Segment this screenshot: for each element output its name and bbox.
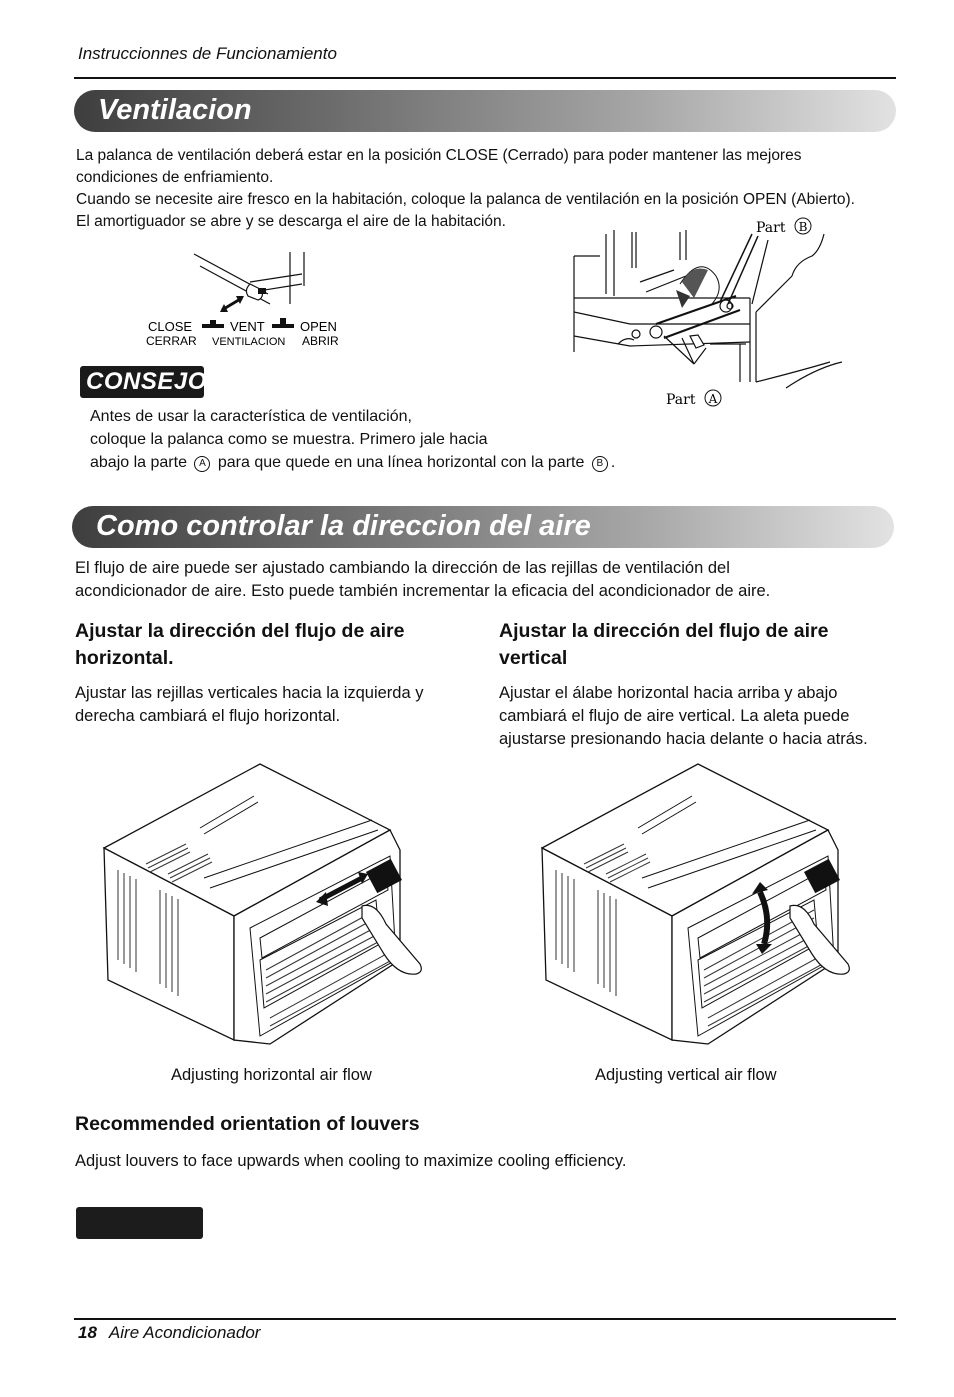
horizontal-caption: Adjusting horizontal air flow (171, 1066, 372, 1084)
consejo-badge: CONSEJO (80, 366, 207, 398)
page-footer: 18 Aire Acondicionador (78, 1323, 260, 1343)
recommended-body: Adjust louvers to face upwards when cool… (75, 1152, 627, 1170)
ventilacion-banner-title: Ventilacion (98, 94, 252, 126)
ventilacion-line: El amortiguador se abre y se descarga el… (76, 213, 506, 230)
vent-lever-diagram: CLOSE VENT OPEN CERRAR VENTILACION ABRIR (146, 252, 339, 348)
part-a-label: Part (666, 392, 696, 408)
damper-parts-diagram: Part B Part A (573, 217, 843, 408)
part-a-letter: A (708, 392, 718, 406)
cerrar-label: CERRAR (146, 334, 197, 348)
close-label: CLOSE (148, 319, 192, 334)
consejo-badge-text: CONSEJO (86, 368, 207, 395)
consejo-line: abajo la parte A para que quede en una l… (90, 451, 615, 474)
horizontal-body: Ajustar las rejillas verticales hacia la… (75, 682, 423, 728)
direccion-banner-title: Como controlar la direccion del aire (96, 510, 591, 542)
ventilacion-line: Cuando se necesite aire fresco en la hab… (76, 191, 855, 208)
consejo-line3-start: abajo la parte (90, 454, 187, 471)
part-a-symbol: A (194, 456, 211, 472)
consejo-text: Antes de usar la característica de venti… (90, 405, 615, 474)
consejo-line3-end: . (610, 454, 616, 471)
ac-vertical-illustration (540, 763, 850, 1045)
abrir-label: ABRIR (302, 334, 339, 348)
direccion-banner: Como controlar la direccion del aire (72, 506, 894, 548)
vertical-caption: Adjusting vertical air flow (595, 1066, 777, 1084)
vertical-body-line: Ajustar el álabe horizontal hacia arriba… (499, 684, 838, 702)
header-rule (74, 77, 896, 79)
vertical-body-line: ajustarse presionando hacia delante o ha… (499, 730, 868, 748)
open-label: OPEN (300, 319, 337, 334)
direccion-intro: El flujo de aire puede ser ajustado camb… (75, 557, 770, 603)
vertical-heading-line: Ajustar la dirección del flujo de aire (499, 620, 829, 642)
vertical-heading-line: vertical (499, 647, 568, 669)
horizontal-heading: Ajustar la dirección del flujo de aire h… (75, 618, 404, 672)
part-b-letter: B (799, 220, 808, 234)
horizontal-heading-line: Ajustar la dirección del flujo de aire (75, 620, 405, 642)
direccion-intro-line: acondicionador de aire. Esto puede tambi… (75, 582, 771, 600)
ventilacion-label: VENTILACION (212, 336, 285, 348)
horizontal-body-line: Ajustar las rejillas verticales hacia la… (75, 684, 424, 702)
footer-title: Aire Acondicionador (108, 1323, 261, 1342)
redacted-box (76, 1207, 203, 1239)
ventilacion-banner: Ventilacion (74, 90, 896, 132)
ventilacion-text: La palanca de ventilación deberá estar e… (76, 145, 855, 233)
recommended-heading: Recommended orientation of louvers (75, 1113, 420, 1135)
part-b-symbol: B (591, 456, 608, 472)
vertical-body: Ajustar el álabe horizontal hacia arriba… (499, 682, 868, 751)
horizontal-body-line: derecha cambiará el flujo horizontal. (75, 707, 341, 725)
page-number: 18 (78, 1323, 97, 1342)
ac-horizontal-illustration (102, 763, 422, 1045)
consejo-line: Antes de usar la característica de venti… (90, 408, 412, 425)
vertical-body-line: cambiará el flujo de aire vertical. La a… (499, 707, 850, 725)
consejo-line: coloque la palanca como se muestra. Prim… (90, 431, 488, 448)
part-b-label: Part (756, 220, 786, 236)
ventilacion-line: condiciones de enfriamiento. (76, 169, 274, 186)
footer-rule (74, 1318, 896, 1320)
direccion-intro-line: El flujo de aire puede ser ajustado camb… (75, 559, 730, 577)
vent-label: VENT (230, 319, 265, 334)
ventilacion-line: La palanca de ventilación deberá estar e… (76, 147, 802, 164)
vertical-heading: Ajustar la dirección del flujo de aire v… (499, 618, 828, 672)
horizontal-heading-line: horizontal. (75, 647, 174, 669)
running-header: Instruccionnes de Funcionamiento (78, 44, 337, 63)
consejo-line3-middle: para que quede en una línea horizontal c… (217, 454, 585, 471)
